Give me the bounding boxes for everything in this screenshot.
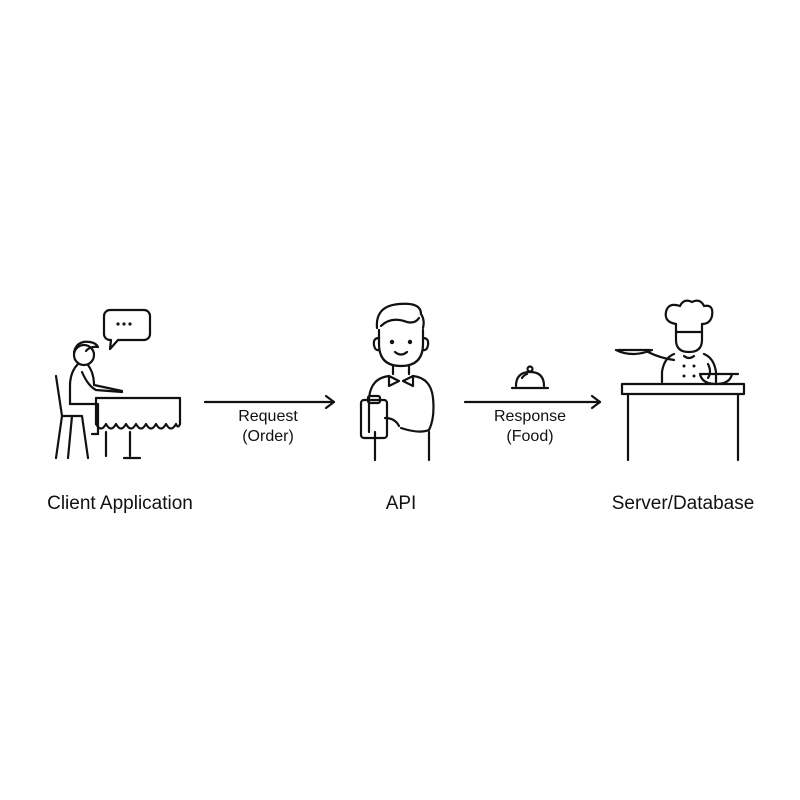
chair-icon [54,374,90,460]
api-label: API [385,493,417,514]
response-arrow [463,394,604,410]
api-figure [355,300,450,465]
diner-icon [68,340,124,436]
speech-bubble-icon [102,308,152,351]
waiter-icon [367,302,435,462]
clipboard-icon [359,394,401,440]
response-label-line2: (Food) [506,428,554,445]
request-label-line2: (Order) [242,428,294,445]
response-label-line1: Response [493,408,567,425]
request-arrow [203,394,338,410]
server-database-label: Server/Database [611,493,755,514]
cloche-icon [508,364,552,394]
request-label: Request (Order) [238,407,298,447]
server-database-figure [612,296,752,466]
counter-icon [620,382,746,462]
client-application-label: Client Application [47,493,193,514]
request-label-line1: Request [238,408,298,425]
response-label: Response (Food) [494,407,566,447]
table-icon [94,396,182,460]
chef-icon [614,299,740,386]
client-application-figure [48,300,193,465]
